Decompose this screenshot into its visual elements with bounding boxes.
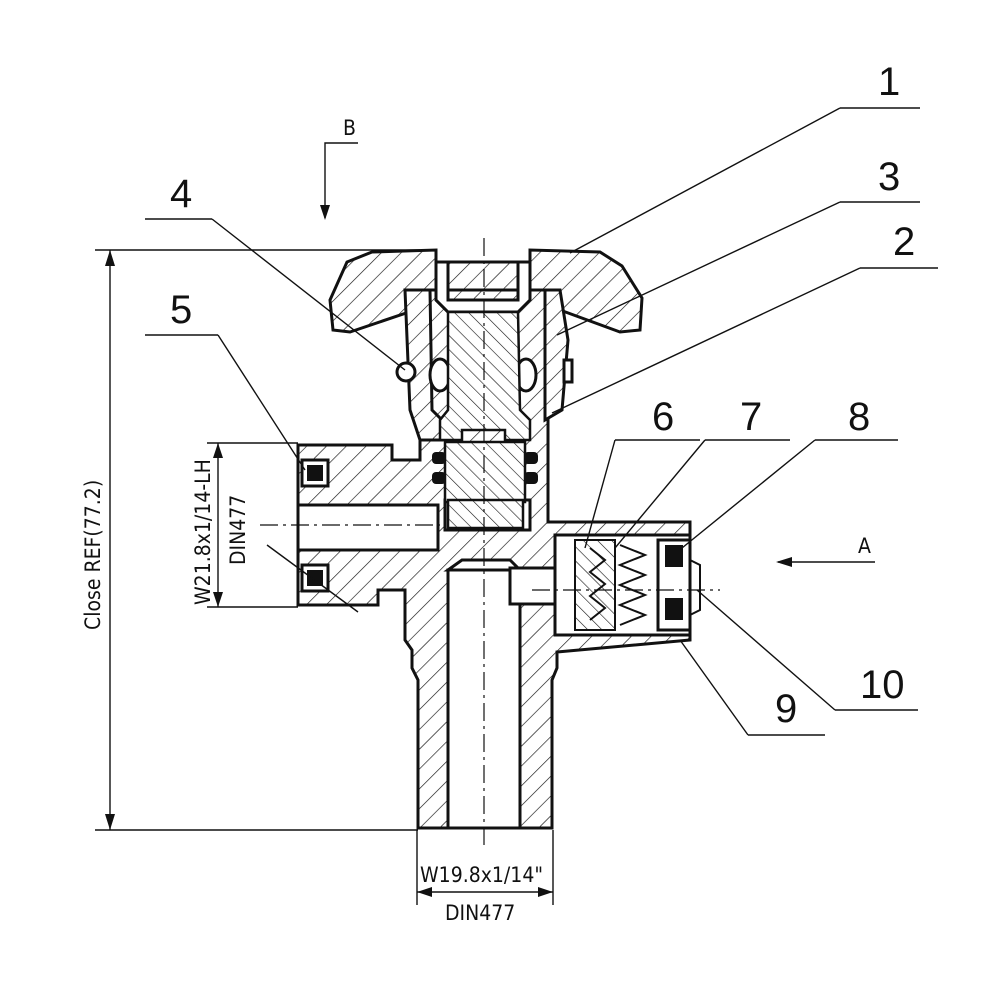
inlet-thread-dimension: W19.8x1/14" DIN477 [416, 830, 554, 925]
view-mark-b-label: B [343, 116, 356, 140]
part-number-3: 3 [878, 155, 900, 199]
overall-height-label: Close REF(77.2) [81, 480, 105, 630]
view-mark-a-label: A [858, 534, 871, 558]
view-mark-a: A [776, 534, 875, 567]
gland-nut [395, 288, 574, 442]
outlet-thread-label: W21.8x1/14-LH [191, 459, 215, 605]
part-number-2: 2 [893, 220, 915, 264]
part-number-5: 5 [170, 288, 192, 332]
relief-chamber [553, 533, 701, 637]
part-number-10: 10 [860, 663, 905, 707]
inlet-standard-label: DIN477 [445, 901, 515, 925]
part-number-8: 8 [848, 395, 870, 439]
part-number-labels: 1 3 2 4 5 6 7 8 10 9 [170, 60, 915, 731]
outlet-standard-label: DIN477 [226, 495, 250, 565]
view-mark-b: B [320, 116, 358, 220]
spindle [432, 310, 538, 530]
part-number-6: 6 [652, 395, 674, 439]
height-dimension: Close REF(77.2) [81, 249, 420, 831]
part-number-4: 4 [170, 172, 192, 216]
leader-lines [145, 107, 938, 736]
part-number-9: 9 [775, 687, 797, 731]
o-ring [432, 452, 538, 484]
part-number-1: 1 [878, 60, 900, 104]
outlet-thread-dimension: W21.8x1/14-LH DIN477 [191, 442, 359, 613]
outlet-bore [296, 503, 440, 552]
inlet-thread-label: W19.8x1/14" [420, 863, 543, 887]
part-number-7: 7 [740, 395, 762, 439]
outlet-seal [300, 458, 330, 593]
